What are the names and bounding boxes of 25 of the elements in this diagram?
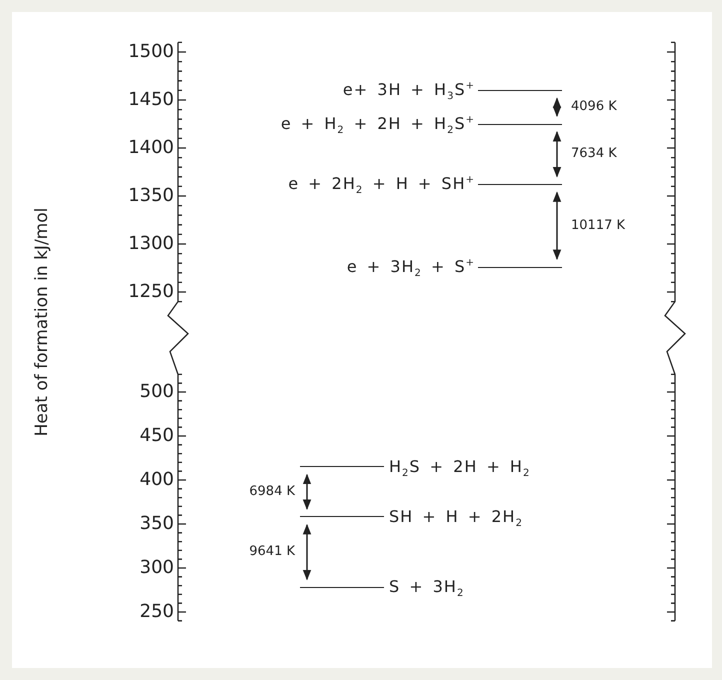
tick-label: 350 (138, 515, 174, 533)
tick-label: 1450 (127, 91, 174, 109)
tick-label: 1250 (127, 283, 174, 301)
tick-label: 1350 (127, 187, 174, 205)
tick-label: 500 (138, 383, 174, 401)
double-arrow (302, 474, 312, 510)
species-formula: e + 2H$_{2}$ + H + SH$^{+}$ (288, 176, 475, 192)
species-formula: H$_{2}$S + 2H + H$_{2}$ (389, 458, 530, 475)
tick-label: 300 (138, 559, 174, 577)
species-formula: e + 3H$_{2}$ + S$^{+}$ (346, 259, 475, 276)
double-arrow (552, 97, 562, 118)
species-formula: e + H$_{2}$ + 2H + H$_{2}$S$^{+}$ (280, 116, 475, 132)
tick-label: 1400 (127, 139, 174, 157)
species-formula: S + 3H$_{2}$ (389, 579, 464, 596)
tick-label: 1500 (127, 43, 174, 61)
tick-label: 250 (138, 603, 174, 621)
double-arrow (552, 191, 562, 260)
species-formula: SH + H + 2H$_{2}$ (389, 508, 523, 525)
tick-label: 400 (138, 471, 174, 489)
tick-label: 450 (138, 427, 174, 445)
tick-label: 1300 (127, 235, 174, 253)
double-arrow (552, 130, 562, 178)
species-formula: e+ 3H + H$_{3}$S$^{+}$ (342, 82, 475, 98)
double-arrow (302, 524, 312, 580)
axis-title: Heat of formation in kJ/mol (32, 206, 52, 438)
